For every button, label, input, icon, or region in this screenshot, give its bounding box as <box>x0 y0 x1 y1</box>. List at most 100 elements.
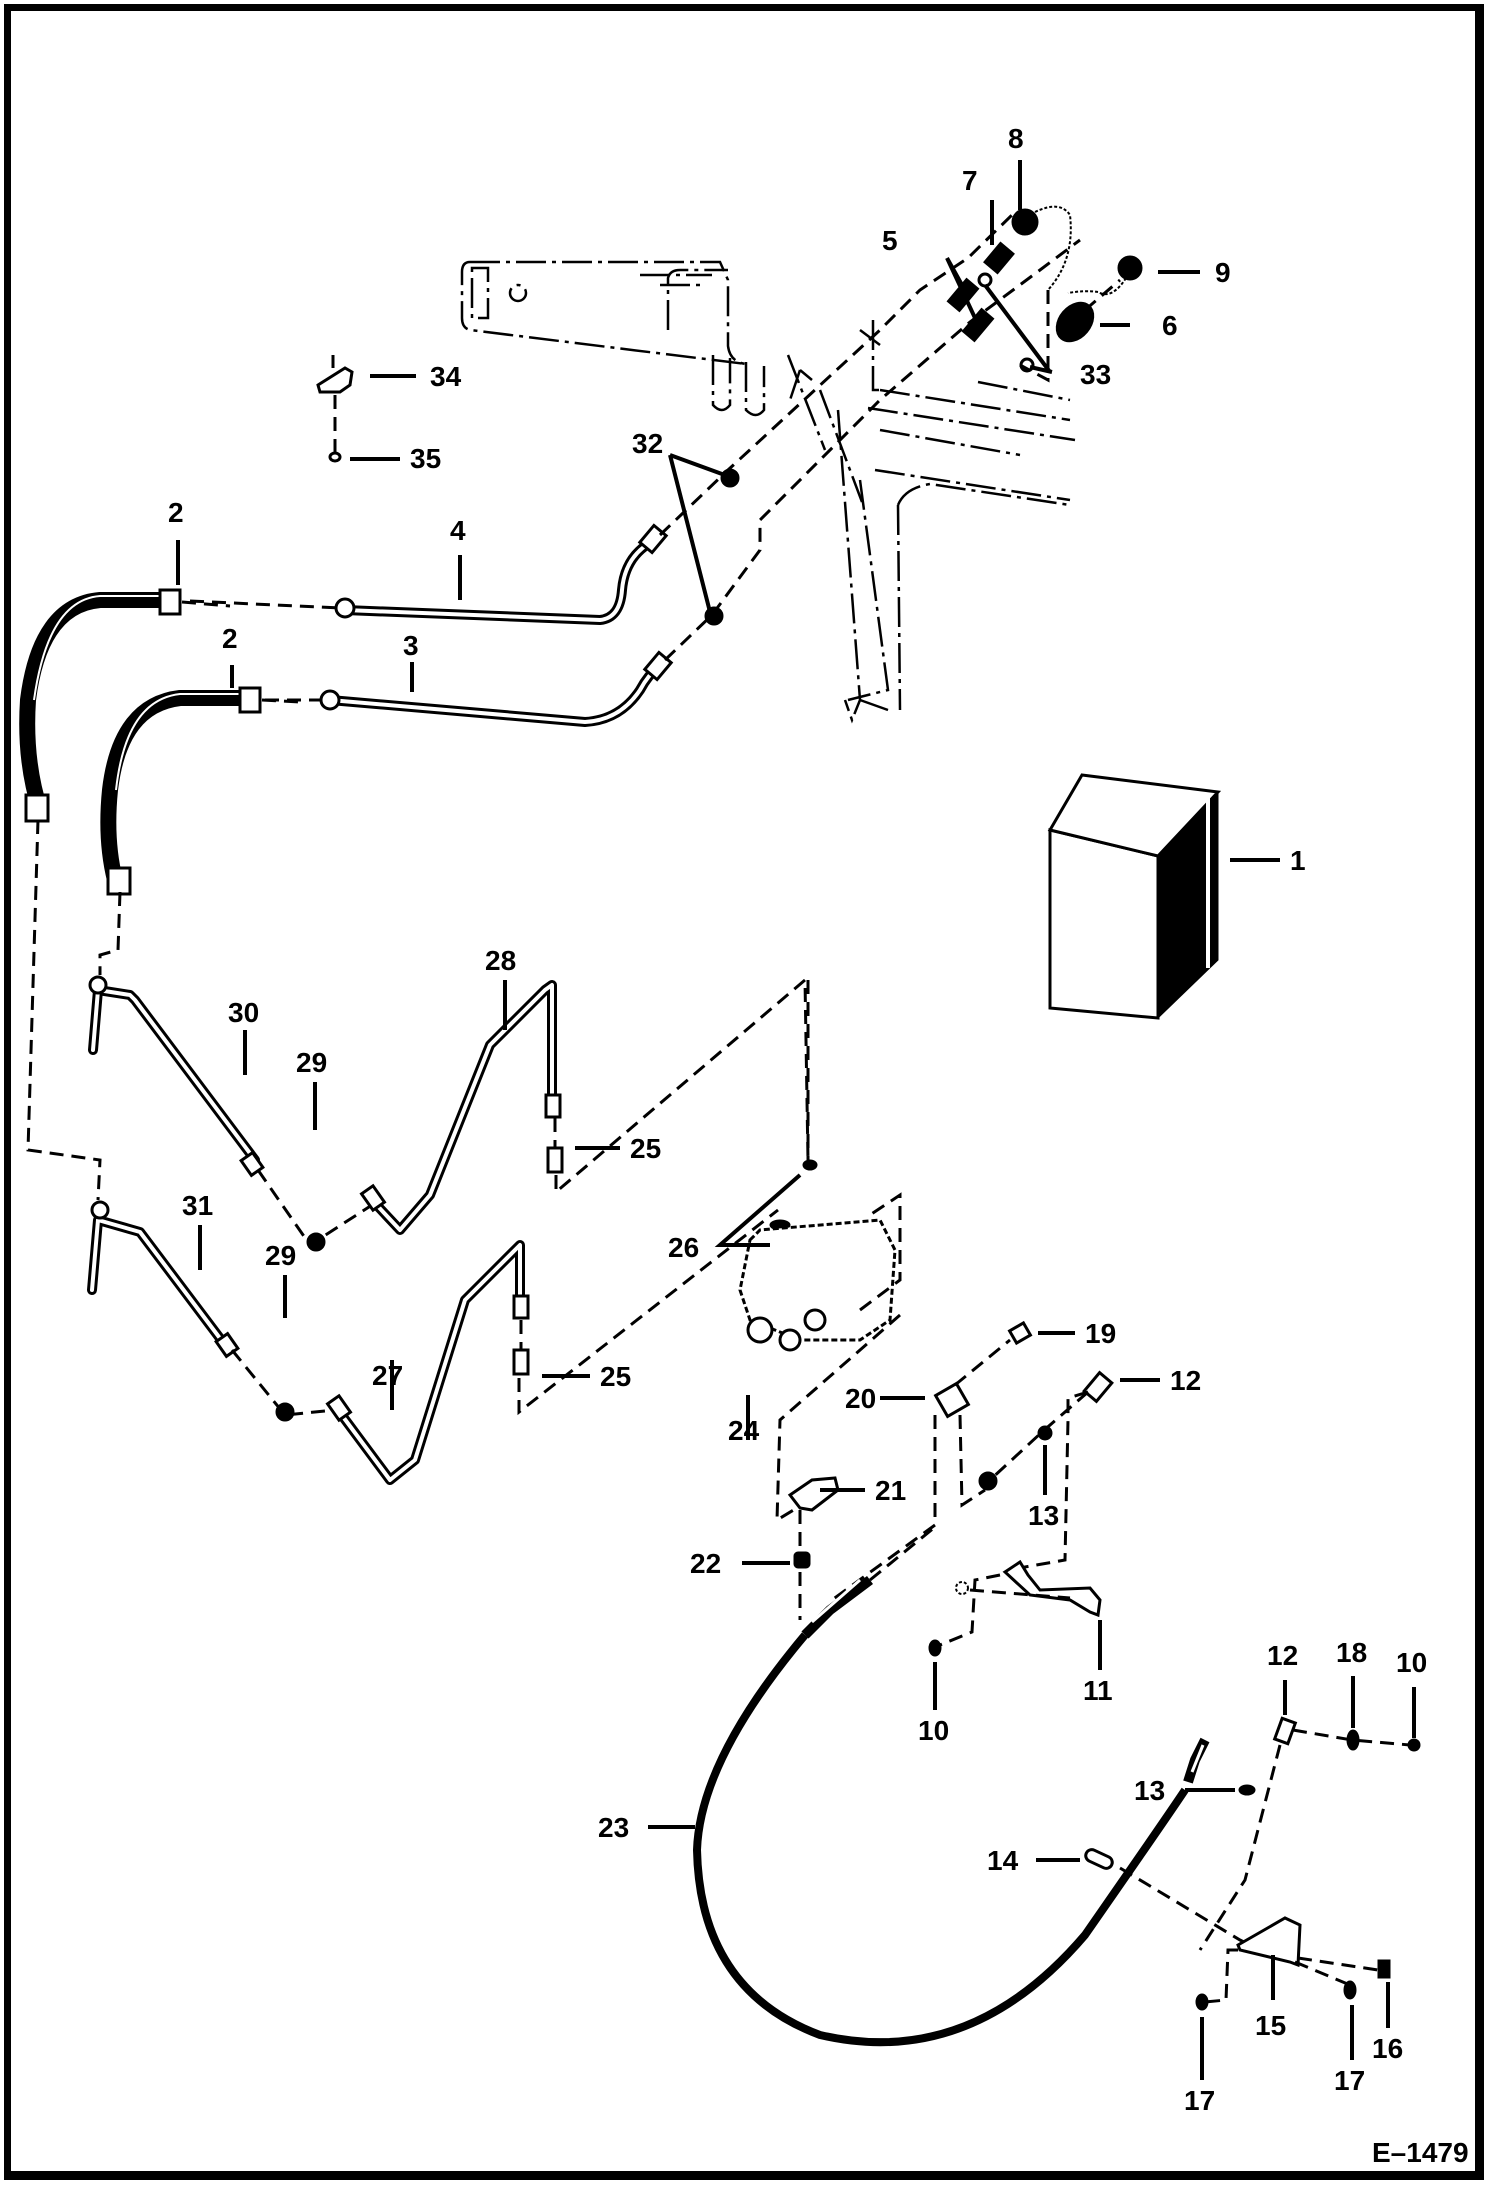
callout-5: 5 <box>882 225 898 256</box>
callout-20: 20 <box>845 1383 876 1414</box>
leader-line <box>668 453 723 613</box>
part-fitting-25 <box>512 1348 530 1376</box>
part-tube-upper <box>189 523 669 625</box>
part-dust-plug <box>1117 255 1143 281</box>
callout-4: 4 <box>450 515 466 546</box>
part-nut-17 <box>1195 1993 1209 2011</box>
figure-id: E–1479 <box>1372 2137 1469 2168</box>
callout-1: 1 <box>1290 845 1306 876</box>
part-nut-22 <box>793 1551 811 1569</box>
part-bracket-11 <box>1002 1559 1102 1618</box>
callout-15: 15 <box>1255 2010 1286 2041</box>
callout-29: 29 <box>265 1240 296 1271</box>
callout-13: 13 <box>1028 1500 1059 1531</box>
part-hose-upper <box>19 588 231 823</box>
part-screw <box>328 451 342 463</box>
callout-2: 2 <box>168 497 184 528</box>
connection-line <box>831 1415 937 1602</box>
callout-17: 17 <box>1334 2065 1365 2096</box>
connection-line <box>1294 1960 1351 1987</box>
connection-line <box>1297 1956 1379 1972</box>
callout-18: 18 <box>1336 1637 1367 1668</box>
part-bracket-21 <box>787 1476 840 1512</box>
connection-line <box>775 1313 901 1523</box>
callout-28: 28 <box>485 945 516 976</box>
part-o-ring <box>720 468 740 488</box>
part-tube-lower <box>265 650 674 727</box>
loader-arm-phantom <box>460 260 1076 724</box>
connection-line <box>1084 278 1121 312</box>
part-washer-18 <box>1346 1729 1360 1751</box>
connection-line <box>958 1414 986 1508</box>
diagram-frame <box>4 4 1484 2180</box>
part-o-ring <box>977 272 993 288</box>
callout-21: 21 <box>875 1475 906 1506</box>
connection-line <box>26 819 102 1201</box>
connection-line <box>1019 290 1050 383</box>
part-o-ring-29 <box>275 1402 295 1422</box>
part-clamp-20 <box>933 1381 971 1419</box>
part-nut-13 <box>978 1471 998 1491</box>
part-o-ring-29 <box>306 1232 326 1252</box>
part-washer <box>955 1581 969 1595</box>
callout-33: 33 <box>1080 359 1111 390</box>
connection-line <box>1292 1728 1411 1747</box>
connection-line <box>331 355 337 455</box>
callout-25: 25 <box>630 1133 661 1164</box>
part-tube-27-31 <box>87 1200 779 1485</box>
callout-10: 10 <box>1396 1647 1427 1678</box>
plug-chain <box>1067 277 1127 296</box>
callout-26: 26 <box>668 1232 699 1263</box>
callout-3: 3 <box>403 630 419 661</box>
callout-8: 8 <box>1008 123 1024 154</box>
callout-11: 11 <box>1083 1675 1113 1706</box>
part-coupler-cap <box>1011 208 1039 236</box>
part-nut-10 <box>928 1639 942 1657</box>
callout-12: 12 <box>1267 1640 1298 1671</box>
callout-16: 16 <box>1372 2033 1403 2064</box>
callout-labels: 1 2 2 3 4 5 6 7 8 9 10 10 11 12 12 13 13… <box>168 123 1427 2116</box>
callout-19: 19 <box>1085 1318 1116 1349</box>
connection-line <box>658 213 1014 537</box>
part-control-cable <box>692 1576 1210 2047</box>
part-nut-10 <box>1407 1738 1421 1752</box>
callout-12: 12 <box>1170 1365 1201 1396</box>
part-bolt-19 <box>1007 1320 1033 1346</box>
part-cable-end-12 <box>1272 1716 1298 1746</box>
part-fitting <box>983 241 1015 275</box>
part-cable-end-12 <box>1082 1370 1114 1404</box>
callout-6: 6 <box>1162 310 1178 341</box>
part-bracket-15 <box>1236 1916 1302 1968</box>
part-tube-28-30 <box>88 975 810 1248</box>
part-nut-13 <box>1037 1425 1053 1441</box>
connection-line <box>869 1525 936 1582</box>
connection-line <box>663 238 1081 662</box>
callout-35: 35 <box>410 443 441 474</box>
callout-27: 27 <box>372 1360 403 1391</box>
connection-line <box>98 891 122 975</box>
connection-line <box>1198 1744 1282 1951</box>
callout-31: 31 <box>182 1190 213 1221</box>
callout-7: 7 <box>962 165 978 196</box>
connection-line <box>1119 1866 1261 1952</box>
part-bolt-16 <box>1377 1959 1391 1979</box>
callout-30: 30 <box>228 997 259 1028</box>
connection-line <box>1007 1390 1089 1572</box>
callout-29: 29 <box>296 1047 327 1078</box>
connection-line <box>1204 1948 1238 2004</box>
callout-13: 13 <box>1134 1775 1165 1806</box>
part-fittings <box>945 257 995 343</box>
callout-22: 22 <box>690 1548 721 1579</box>
part-control-valve <box>738 980 902 1352</box>
callout-23: 23 <box>598 1812 629 1843</box>
part-clip <box>316 366 354 394</box>
connection-line <box>954 1338 1011 1387</box>
leader-line <box>983 283 1053 374</box>
callout-25: 25 <box>600 1361 631 1392</box>
callout-9: 9 <box>1215 257 1231 288</box>
connection-line <box>939 1573 1001 1647</box>
part-fitting-25 <box>546 1146 564 1174</box>
callout-32: 32 <box>632 428 663 459</box>
callout-24: 24 <box>728 1415 760 1446</box>
